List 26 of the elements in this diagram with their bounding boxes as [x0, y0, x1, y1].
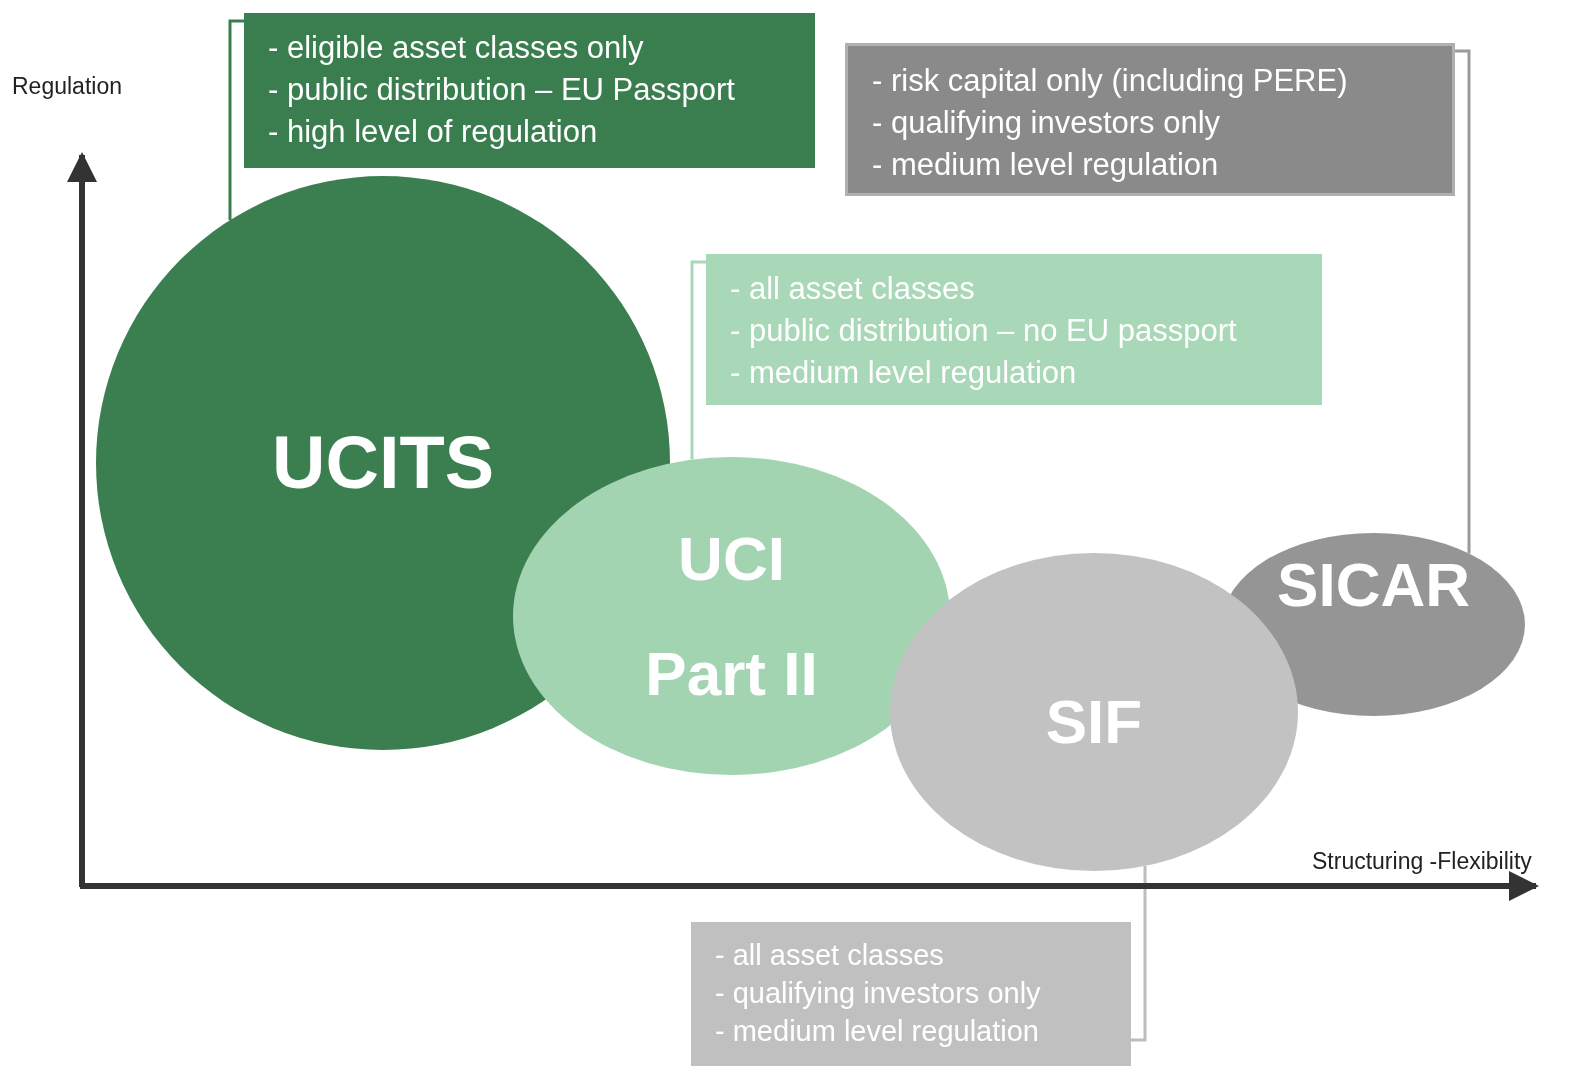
- bullet-text: - high level of regulation: [268, 113, 599, 151]
- bullet-text: - medium level regulation: [715, 1014, 1040, 1049]
- bullet-text: - risk capital only (including PERE): [872, 62, 1349, 100]
- bubble-label: SICAR: [1276, 549, 1471, 620]
- leader-line: [1455, 49, 1471, 554]
- bullet-text: - medium level regulation: [872, 146, 1220, 184]
- bullet-text: - medium level regulation: [730, 354, 1078, 392]
- bubble-label: UCI Part II: [644, 523, 819, 710]
- info-box: [845, 43, 1455, 196]
- info-box: [691, 922, 1131, 1066]
- bullet-text: - qualifying investors only: [872, 104, 1222, 142]
- bullet-text: - public distribution – EU Passport: [268, 71, 736, 109]
- info-box: [244, 13, 815, 168]
- leader-line: [690, 260, 706, 460]
- axis-label: Regulation: [12, 73, 122, 100]
- bullet-text: - qualifying investors only: [715, 976, 1042, 1011]
- bubble-label: UCITS: [271, 423, 495, 503]
- bullet-text: - eligible asset classes only: [268, 29, 645, 67]
- bullet-text: - all asset classes: [715, 938, 945, 973]
- bullet-text: - all asset classes: [730, 270, 976, 308]
- axis-label: Structuring -Flexibility: [1312, 848, 1532, 875]
- leader-line: [228, 19, 244, 221]
- leader-line: [1131, 866, 1147, 1042]
- info-box: [706, 254, 1322, 405]
- bubble-label: SIF: [1044, 687, 1144, 757]
- bullet-text: - public distribution – no EU passport: [730, 312, 1238, 350]
